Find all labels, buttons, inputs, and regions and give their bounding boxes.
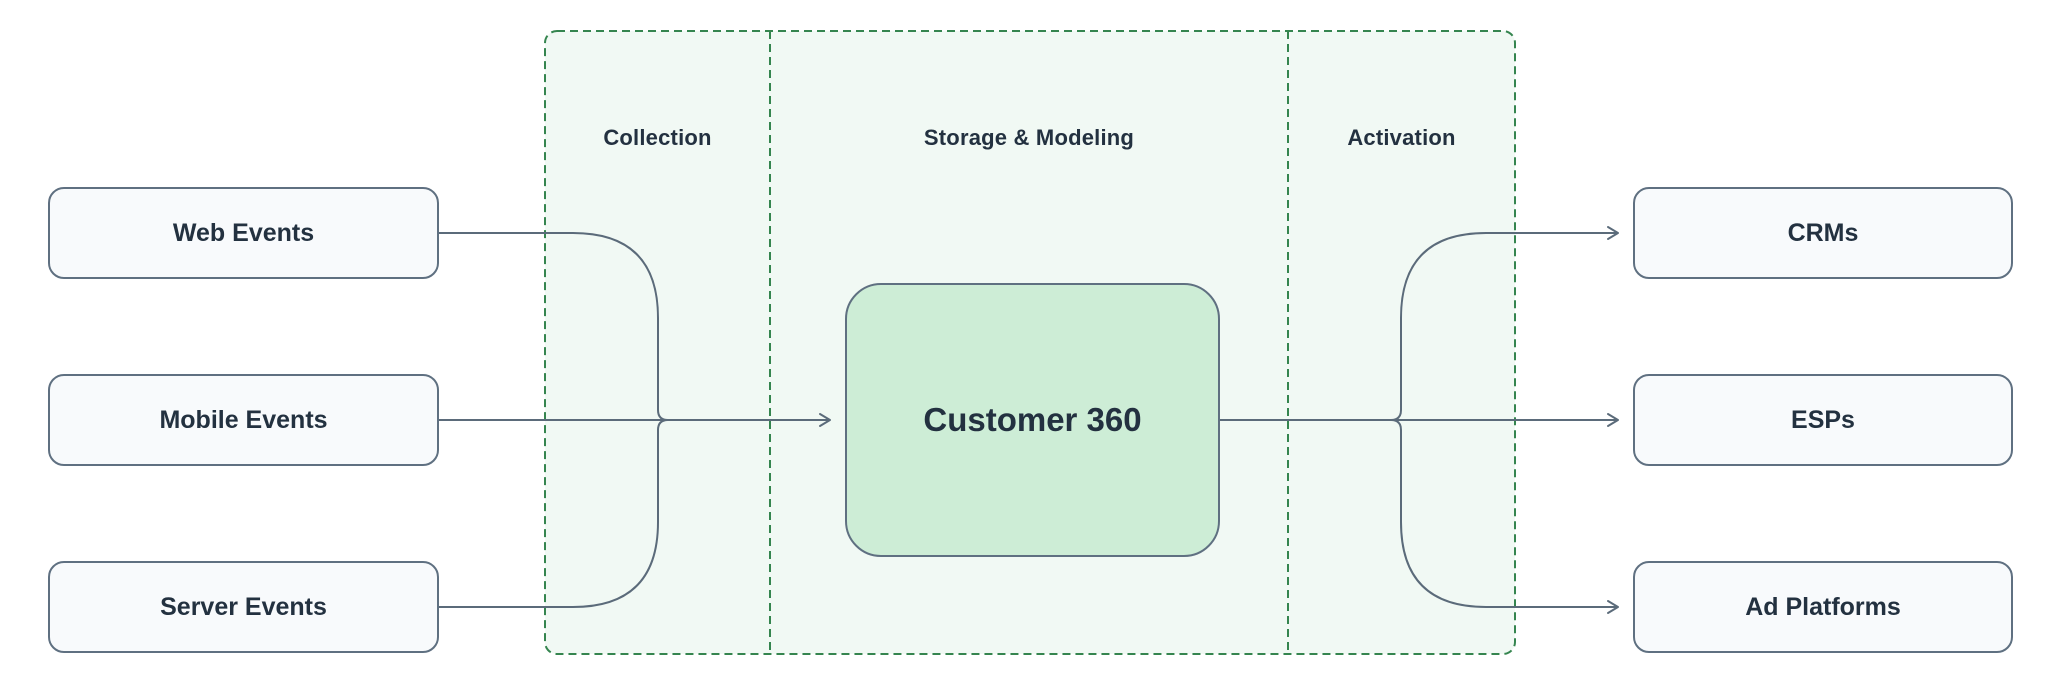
source-node-mobile-events: Mobile Events xyxy=(48,374,439,466)
customer-360-label: Customer 360 xyxy=(923,401,1142,438)
destination-node-crms: CRMs xyxy=(1633,187,2013,279)
customer-360-node: Customer 360 xyxy=(845,283,1220,557)
destination-node-esps: ESPs xyxy=(1633,374,2013,466)
source-node-server-events: Server Events xyxy=(48,561,439,653)
zone-label-collection: Collection xyxy=(603,125,712,150)
edge-web-events-merge xyxy=(439,232,678,421)
destination-node-ad-platforms: Ad Platforms xyxy=(1633,561,2013,653)
edge-customer360-to-ad-platforms xyxy=(1385,419,1619,614)
source-node-mobile-events-label: Mobile Events xyxy=(159,405,328,434)
destination-node-crms-label: CRMs xyxy=(1787,218,1859,247)
destination-node-ad-platforms-label: Ad Platforms xyxy=(1745,592,1901,621)
zone-label-activation: Activation xyxy=(1347,125,1456,150)
source-node-server-events-label: Server Events xyxy=(160,592,327,621)
zone-label-storage-modeling: Storage & Modeling xyxy=(923,125,1135,150)
source-node-web-events: Web Events xyxy=(48,187,439,279)
edge-server-events-merge xyxy=(439,419,678,608)
source-node-web-events-label: Web Events xyxy=(172,218,315,247)
destination-node-esps-label: ESPs xyxy=(1791,405,1855,434)
edge-customer360-to-crms xyxy=(1385,226,1619,421)
